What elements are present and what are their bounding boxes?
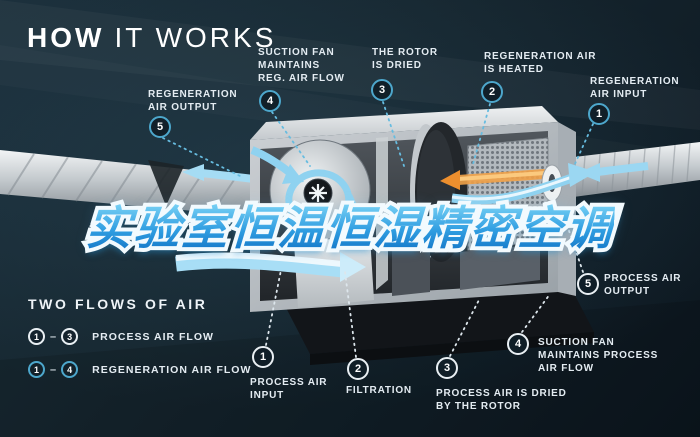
regen-output-arrow bbox=[182, 164, 204, 181]
legend-circle-to: 4 bbox=[61, 361, 79, 378]
legend-circle-to: 3 bbox=[61, 328, 79, 345]
regeneration-output-duct bbox=[0, 150, 301, 216]
callout-label-filtration: FILTRATION bbox=[346, 385, 412, 396]
callout-label-regen-heated: REGENERATION AIR IS HEATED bbox=[484, 51, 597, 76]
process-output-arrow bbox=[451, 163, 596, 205]
legend-dash: – bbox=[50, 363, 57, 376]
legend-heading: TWO FLOWS OF AIR bbox=[28, 296, 208, 312]
legend-label-process: PROCESS AIR FLOW bbox=[92, 330, 214, 343]
legend-dash: – bbox=[50, 330, 57, 343]
callout-label-process-dried: PROCESS AIR IS DRIED BY THE ROTOR bbox=[436, 388, 567, 413]
callout-badge-process-dried: 3 bbox=[436, 357, 458, 379]
title-word-light: IT WORKS bbox=[114, 22, 277, 53]
process-input-arrow bbox=[175, 252, 366, 282]
leader-lines bbox=[162, 101, 594, 358]
chinese-banner: 实验室恒温恒湿精密空调 实验室恒温恒湿精密空调 bbox=[80, 192, 619, 258]
callout-badge-regen-fan: 4 bbox=[259, 90, 281, 112]
callout-label-process-input: PROCESS AIR INPUT bbox=[250, 377, 328, 402]
callout-badge-regen-heated: 2 bbox=[481, 81, 503, 103]
callout-badge-filtration: 2 bbox=[347, 358, 369, 380]
legend-circle-from: 1 bbox=[28, 328, 45, 345]
callout-label-process-output: PROCESS AIR OUTPUT bbox=[604, 273, 682, 298]
callout-badge-rotor-dried: 3 bbox=[371, 79, 393, 101]
callout-badge-regen-input: 1 bbox=[588, 103, 610, 125]
callout-badge-process-output: 5 bbox=[577, 273, 599, 295]
legend-label-regeneration: REGENERATION AIR FLOW bbox=[92, 363, 252, 376]
callout-label-rotor-dried: THE ROTOR IS DRIED bbox=[372, 47, 438, 72]
callout-label-regen-output: REGENERATION AIR OUTPUT bbox=[148, 89, 238, 114]
callout-badge-process-input: 1 bbox=[252, 346, 274, 368]
callout-label-regen-fan: SUCTION FAN MAINTAINS REG. AIR FLOW bbox=[258, 47, 345, 85]
fan-swirl-arrow bbox=[285, 169, 353, 214]
callout-label-process-fan: SUCTION FAN MAINTAINS PROCESS AIR FLOW bbox=[538, 337, 659, 375]
heater-arrow bbox=[440, 169, 546, 190]
title-word-bold: HOW bbox=[27, 22, 105, 53]
callout-badge-regen-output: 5 bbox=[149, 116, 171, 138]
page-title: HOW IT WORKS bbox=[27, 22, 276, 54]
fan-blades-icon bbox=[309, 184, 327, 202]
legend-row-process: 1 – 3 PROCESS AIR FLOW bbox=[28, 328, 251, 345]
callout-badge-process-fan: 4 bbox=[507, 333, 529, 355]
banner-text: 实验室恒温恒湿精密空调 bbox=[84, 202, 616, 254]
legend-circle-from: 1 bbox=[28, 361, 45, 378]
legend: TWO FLOWS OF AIR 1 – 3 PROCESS AIR FLOW … bbox=[28, 296, 251, 378]
callout-label-regen-input: REGENERATION AIR INPUT bbox=[590, 76, 680, 101]
legend-row-regeneration: 1 – 4 REGENERATION AIR FLOW bbox=[28, 361, 251, 378]
